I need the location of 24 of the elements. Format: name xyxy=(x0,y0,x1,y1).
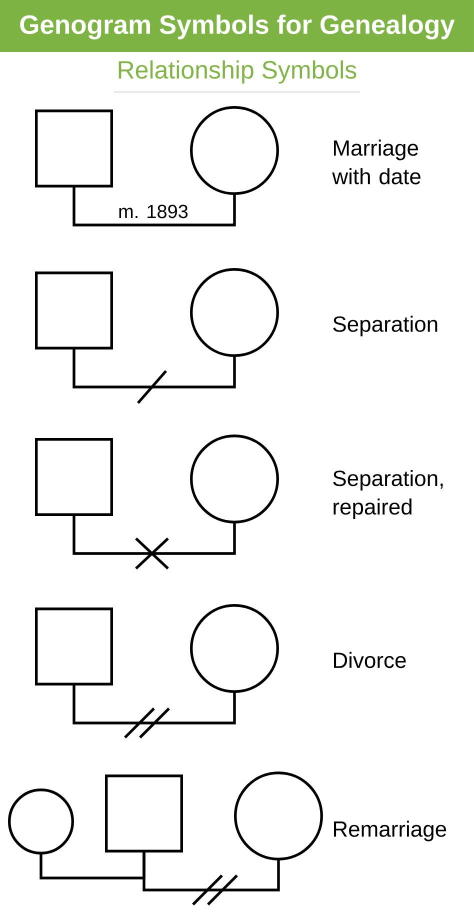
connector-line xyxy=(142,851,280,892)
connector-line xyxy=(72,348,236,388)
symbol-label: Divorce xyxy=(334,652,406,668)
edge-label: m. 1893 xyxy=(119,204,188,218)
circle-symbol xyxy=(234,772,323,860)
connector-line xyxy=(72,514,236,555)
circle-symbol xyxy=(190,434,279,524)
square-symbol xyxy=(105,774,183,852)
symbol-label: Separation, repaired xyxy=(333,470,443,519)
circle-symbol xyxy=(190,268,279,358)
title-banner: Genogram Symbols for Genealogy xyxy=(0,0,474,52)
connector-line xyxy=(72,186,236,226)
symbol-label: Separation xyxy=(333,316,438,336)
circle-symbol xyxy=(190,106,279,195)
square-symbol xyxy=(35,110,113,188)
subtitle: Relationship Symbols xyxy=(118,60,356,84)
square-symbol xyxy=(35,272,113,350)
circle-symbol xyxy=(8,788,74,854)
symbol-label: Marriage with date xyxy=(332,140,420,184)
circle-symbol xyxy=(190,604,279,693)
connector-line xyxy=(72,684,236,724)
square-symbol xyxy=(35,608,113,686)
square-symbol xyxy=(35,438,113,516)
connector-line xyxy=(40,851,146,880)
